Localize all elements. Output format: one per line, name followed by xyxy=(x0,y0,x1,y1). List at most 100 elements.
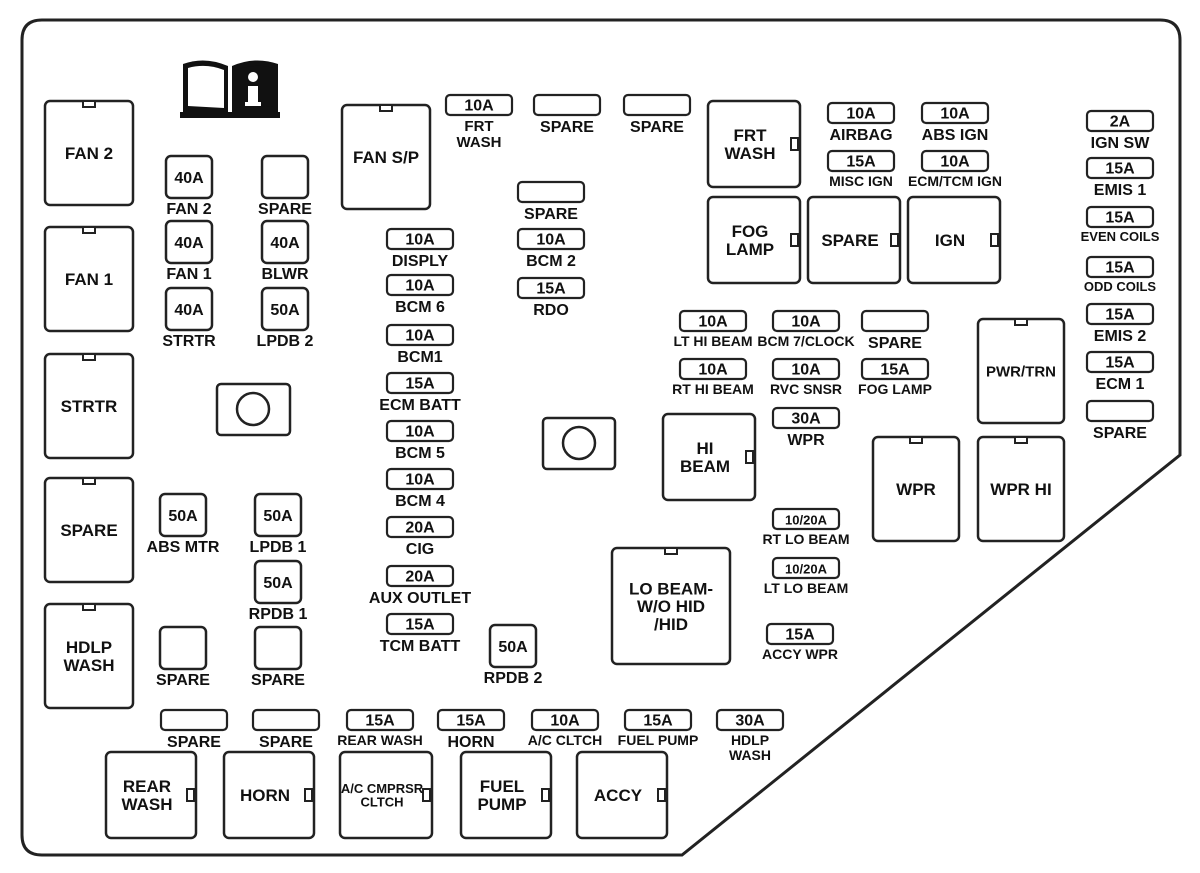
relay-label: W/O HID xyxy=(637,597,705,616)
relay-label: WASH xyxy=(122,795,173,814)
relay-label: /HID xyxy=(654,615,688,634)
fuse-spare-t1: SPARE xyxy=(532,93,602,136)
fuse-label: AUX OUTLET xyxy=(369,590,471,607)
fuse-rating: 10A xyxy=(405,232,435,249)
fuse-rt-hi-beam: 10A RT HI BEAM xyxy=(672,357,754,397)
relay-label: REAR xyxy=(123,777,171,796)
fuse-spare-far: SPARE xyxy=(1085,399,1155,442)
fuse-label: RT HI BEAM xyxy=(672,381,754,397)
fuse-label: REAR WASH xyxy=(337,732,423,748)
relay-label: PUMP xyxy=(477,795,526,814)
fuse-label: MISC IGN xyxy=(829,173,893,189)
fuse-rating: 10A xyxy=(464,98,494,115)
fuse-label: STRTR xyxy=(162,333,216,350)
relay-fan2: FAN 2 xyxy=(43,99,135,207)
relay-fan-sp: FAN S/P xyxy=(340,103,432,211)
fuse-label: BCM 6 xyxy=(395,299,445,316)
fuse-label: SPARE xyxy=(156,672,210,689)
fuse-rating: 15A xyxy=(1105,355,1135,372)
relay-label: WASH xyxy=(64,656,115,675)
relay-label: PWR/TRN xyxy=(986,363,1056,380)
fuse-label: FOG LAMP xyxy=(858,381,932,397)
fuse-spare-b2: SPARE xyxy=(251,708,321,751)
fuse-label: LPDB 1 xyxy=(250,539,307,556)
relay-label: SPARE xyxy=(60,521,117,540)
fuse-label: WPR xyxy=(787,432,825,449)
fuse-rating: 30A xyxy=(735,713,765,730)
fuse-label: BCM 2 xyxy=(526,253,576,270)
fuse-rating: 40A xyxy=(174,302,204,319)
fuse-label: LT HI BEAM xyxy=(673,333,752,349)
fuse-rating: 10/20A xyxy=(785,513,828,528)
fuse-rating: 10A xyxy=(405,424,435,441)
fuse-rating: 50A xyxy=(270,302,300,319)
fuse-rating: 50A xyxy=(263,575,293,592)
fuse-label: FUEL PUMP xyxy=(618,732,699,748)
fuse-label: BLWR xyxy=(261,266,309,283)
relay-spare-mid: SPARE xyxy=(806,195,902,285)
relay-label: HI xyxy=(697,439,714,458)
relay-label: LAMP xyxy=(726,240,774,259)
fuse-rating: 10A xyxy=(698,362,728,379)
fuse-rating: 10A xyxy=(405,472,435,489)
fuse-wpr: 30A WPR xyxy=(771,406,841,449)
fuse-rating: 20A xyxy=(405,520,435,537)
fuse-label: ECM 1 xyxy=(1096,376,1145,393)
fuse-rating: 10A xyxy=(698,314,728,331)
fuse-label: WASH xyxy=(729,747,771,763)
fuse-label: DISPLY xyxy=(392,253,449,270)
fuse-label: ACCY WPR xyxy=(762,646,838,662)
relay-strtr: STRTR xyxy=(43,352,135,460)
relay-label: ACCY xyxy=(594,786,643,805)
fuse-rating: 15A xyxy=(1105,307,1135,324)
fuse-label: ODD COILS xyxy=(1084,279,1157,294)
fuse-lt-hi-beam: 10A LT HI BEAM xyxy=(673,309,753,349)
mounting-hole xyxy=(215,382,292,437)
fuse-label: IGN SW xyxy=(1091,135,1151,152)
fuse-label: TCM BATT xyxy=(380,638,461,655)
relay-spare: SPARE xyxy=(43,476,135,584)
fuse-rating: 30A xyxy=(791,411,821,428)
fuse-label: A/C CLTCH xyxy=(528,732,602,748)
fuse-rating: 10A xyxy=(940,106,970,123)
relay-label: CLTCH xyxy=(360,795,403,810)
fuse-strtr: 40A STRTR xyxy=(162,286,216,350)
fuse-rating: 15A xyxy=(846,154,876,171)
fuse-label: EMIS 1 xyxy=(1094,182,1147,199)
fuse-rating: 10A xyxy=(791,314,821,331)
fuse-misc-ign: 15A MISC IGN xyxy=(826,149,896,189)
relay-wpr: WPR xyxy=(871,435,961,543)
relay-label: FAN 1 xyxy=(65,270,113,289)
relay-lo-beam: LO BEAM-W/O HID/HID xyxy=(610,546,732,666)
fuse-rating: 15A xyxy=(880,362,910,379)
fuse-label: HDLP xyxy=(731,732,769,748)
fuse-label: FAN 1 xyxy=(166,266,211,283)
fuse-label: ECM/TCM IGN xyxy=(908,173,1002,189)
relay-accy: ACCY xyxy=(575,750,669,840)
relay-label: SPARE xyxy=(821,231,878,250)
fuse-rating: 15A xyxy=(405,376,435,393)
fuse-ecm1: 15A ECM 1 xyxy=(1085,350,1155,393)
relay-label: HDLP xyxy=(66,638,112,657)
fuse-spare-b1: SPARE xyxy=(159,708,229,751)
fuse-rating: 15A xyxy=(1105,161,1135,178)
relay-fan1: FAN 1 xyxy=(43,225,135,333)
fuse-abs-ign: 10A ABS IGN xyxy=(920,101,990,144)
relay-wpr-hi: WPR HI xyxy=(976,435,1066,543)
fuse-label: ABS IGN xyxy=(922,127,989,144)
fuse-label: EVEN COILS xyxy=(1081,229,1160,244)
owner-manual-info-icon xyxy=(180,60,280,118)
relay-label: A/C CMPRSR xyxy=(341,781,424,796)
